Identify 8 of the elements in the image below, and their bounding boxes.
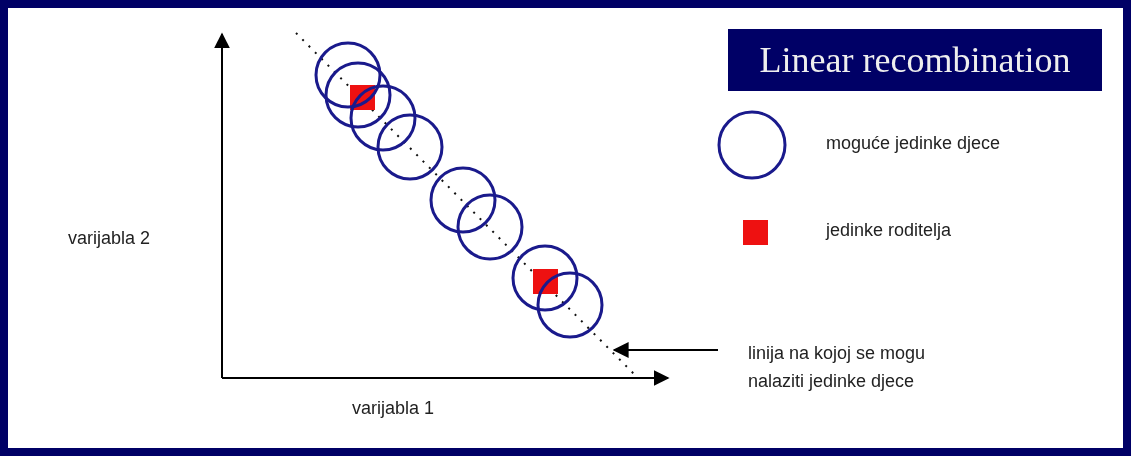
legend-text: moguće jedinke djece: [826, 133, 1001, 154]
legend-text: jedinke roditelja: [826, 220, 952, 241]
title-banner: Linear recombination: [728, 29, 1102, 91]
dotted-line: [295, 32, 635, 375]
axis-label: varijabla 1: [352, 398, 435, 419]
leader-arrow: [612, 342, 719, 358]
axis-label: varijabla 2: [68, 228, 151, 249]
annotation-text: linija na kojoj se mogu nalaziti jedinke djece: [748, 339, 983, 395]
